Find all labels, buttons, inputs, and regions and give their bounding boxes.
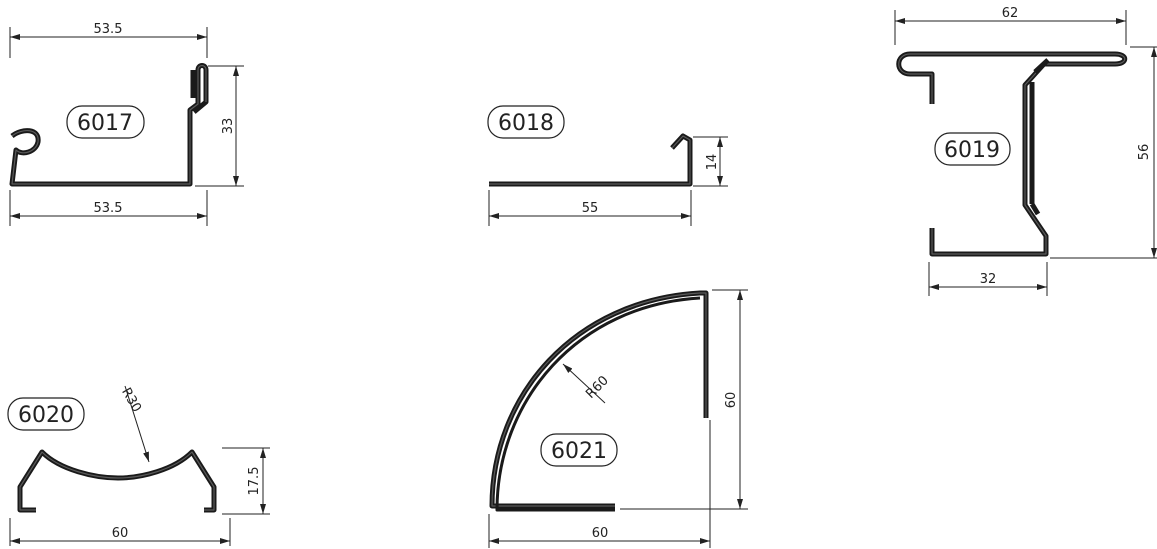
profile-6019-web-top <box>1033 58 1050 74</box>
label-6020-box <box>7 397 85 431</box>
profile-6018-shape <box>489 133 693 187</box>
label-6018: 6018 <box>498 111 554 136</box>
dim-6020-radius-leader <box>124 385 150 463</box>
profile-6020-shape <box>17 449 217 513</box>
dim-6021-radius-leader <box>562 363 606 404</box>
dim-6020-height-text: 17.5 <box>247 467 262 496</box>
dim-6020-width-text: 60 <box>112 526 129 541</box>
profile-6019-inner <box>898 53 1126 255</box>
label-6019-box <box>934 132 1011 166</box>
label-6018-box <box>487 105 565 139</box>
profile-6018-inner <box>489 135 691 185</box>
profile-6017: 53.5 53.5 33 6017 <box>9 22 244 226</box>
dim-6018-height-text: 14 <box>705 154 720 171</box>
label-6021-box <box>540 433 618 467</box>
dim-6017-top-text: 53.5 <box>94 22 123 37</box>
profile-6019-shape <box>896 51 1128 257</box>
profile-6017-inner <box>11 64 207 185</box>
profile-6019: 62 56 32 6019 <box>894 6 1157 296</box>
label-6017: 6017 <box>77 111 133 136</box>
dim-6020-radius-text: R30 <box>118 385 144 415</box>
dim-6019-bottom-text: 32 <box>980 272 997 287</box>
profile-6021-shape <box>489 290 709 509</box>
dim-6021-width-text: 60 <box>592 526 609 541</box>
label-6021: 6021 <box>551 439 607 464</box>
dim-6017-bottom-text: 53.5 <box>94 201 123 216</box>
dim-6021-height-text: 60 <box>724 392 739 409</box>
label-6017-box <box>66 105 145 139</box>
profile-6020-inner <box>19 451 215 511</box>
profile-6018: 14 55 6018 <box>487 105 728 226</box>
profile-6019-web-bottom <box>1029 202 1041 216</box>
profile-6020: R30 17.5 60 6020 <box>7 385 270 546</box>
dim-6017-height-text: 33 <box>221 118 236 135</box>
dim-6018-width-text: 55 <box>582 201 599 216</box>
profile-6021-inner <box>491 292 707 507</box>
dim-6019-height-text: 56 <box>1137 144 1152 161</box>
label-6019: 6019 <box>944 138 1000 163</box>
profile-6021-outer <box>495 296 701 512</box>
dim-6019-top-text: 62 <box>1002 6 1019 21</box>
label-6020: 6020 <box>18 403 74 428</box>
dim-6021-radius-text: R60 <box>583 373 612 402</box>
profile-6021: R60 60 60 6021 <box>488 289 748 548</box>
